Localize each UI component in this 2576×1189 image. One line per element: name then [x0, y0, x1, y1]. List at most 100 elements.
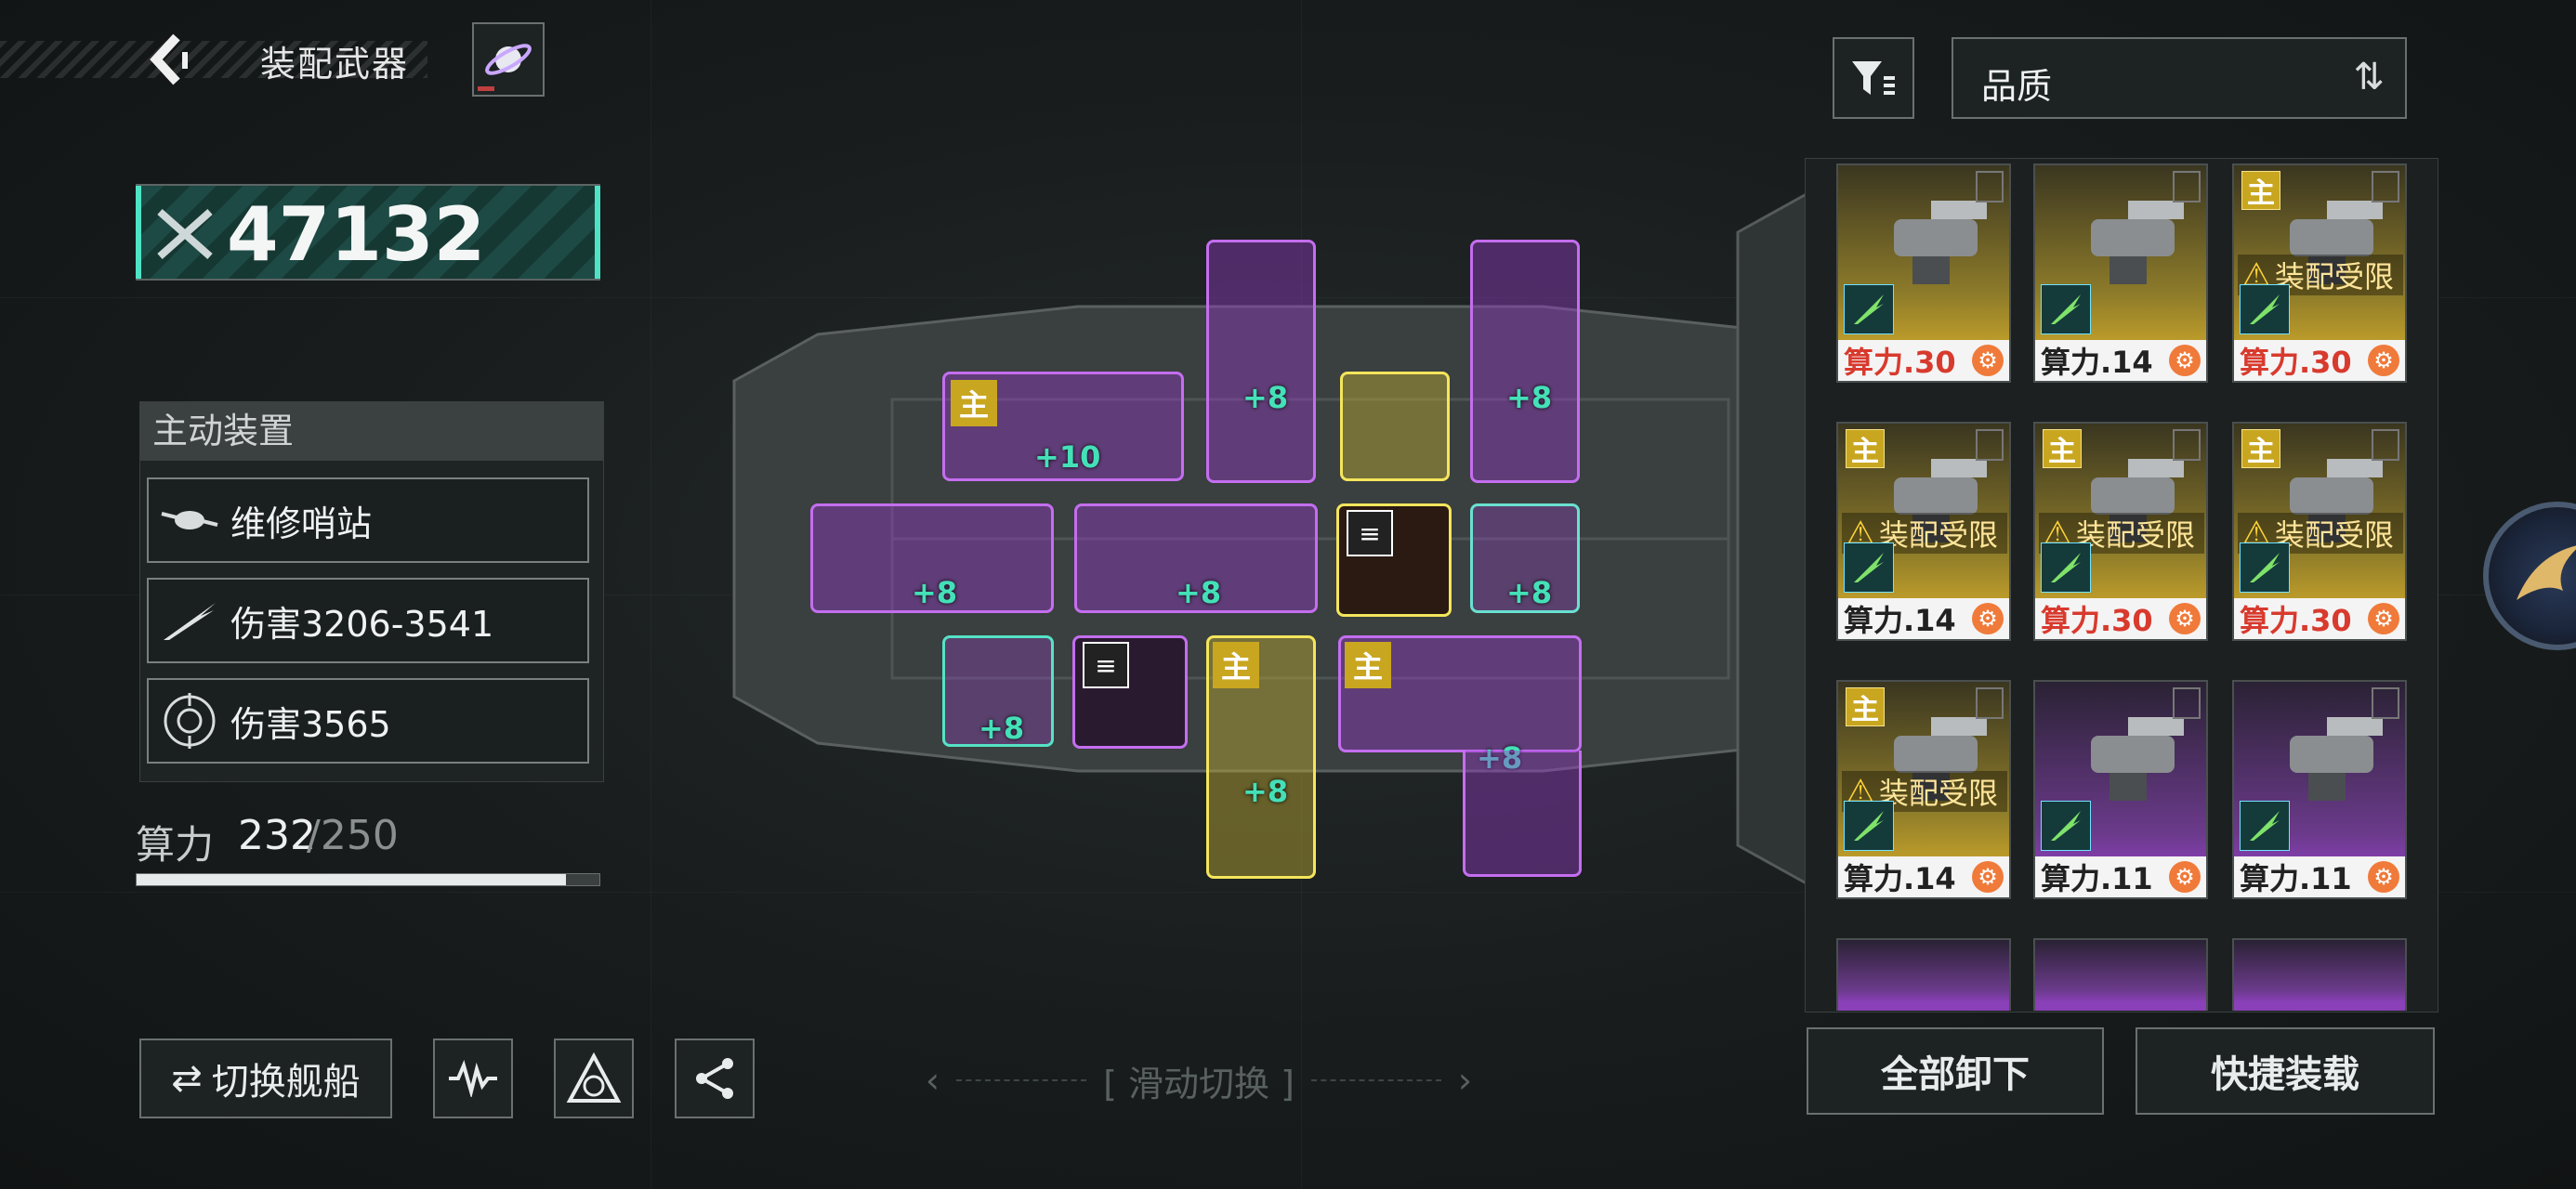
- inventory-card[interactable]: 主⚠装配受限算力.14⚙: [1836, 422, 2011, 641]
- cost-bar: 算力.11⚙: [2035, 856, 2206, 897]
- waveform-icon: [449, 1060, 497, 1097]
- compare-marker: [2372, 171, 2399, 203]
- switch-ship-button[interactable]: ⇄ 切换舰船: [139, 1039, 392, 1118]
- weapon-slot-h[interactable]: +8: [1470, 503, 1580, 613]
- page-title: 装配武器: [260, 44, 410, 85]
- sort-arrows-icon: ⇅: [2353, 56, 2385, 98]
- weapon-slot-f[interactable]: +8: [1074, 503, 1318, 613]
- switch-ship-label: 切换舰船: [211, 1061, 361, 1104]
- inventory-card[interactable]: 算力.14⚙: [2033, 163, 2208, 383]
- cost-label: 算力.11: [2240, 861, 2352, 896]
- weapon-image: [2091, 717, 2184, 801]
- main-badge: 主: [1846, 687, 1885, 726]
- weapon-slot-b[interactable]: +8: [1206, 240, 1316, 483]
- weapon-type-icon: [2240, 542, 2290, 593]
- weapon-slot-d[interactable]: +8: [1470, 240, 1580, 483]
- limit-banner: ⚠装配受限: [2039, 513, 2204, 554]
- active-device-slash[interactable]: 伤害3206-3541: [147, 578, 589, 663]
- active-device-repair[interactable]: 维修哨站: [147, 477, 589, 563]
- cost-bar: 算力.30⚙: [2234, 598, 2405, 639]
- weapon-image: [2091, 459, 2184, 542]
- weapon-image: [2091, 201, 2184, 284]
- weapon-type-icon: [2041, 801, 2091, 851]
- active-device-label: 维修哨站: [230, 503, 373, 544]
- bird-emblem-icon: [2517, 545, 2576, 600]
- main-badge: 主: [951, 380, 997, 426]
- inventory-card[interactable]: 算力.11⚙: [2232, 680, 2407, 899]
- swap-arrows-icon: ⇄: [171, 1057, 203, 1100]
- tag-icon: ≡: [1347, 510, 1393, 556]
- swipe-switch-hint[interactable]: ‹ [ 滑动切换 ] ›: [874, 1059, 1524, 1104]
- compare-marker: [2173, 171, 2201, 203]
- weapon-image: [2290, 717, 2383, 801]
- weapon-image: [2290, 201, 2383, 284]
- gear-icon: ⚙: [2169, 345, 2201, 376]
- slash-icon: [152, 583, 227, 658]
- compute-max: /250: [307, 812, 399, 859]
- share-icon: [696, 1058, 733, 1099]
- waveform-button[interactable]: [433, 1039, 513, 1118]
- inventory-card-partial[interactable]: [2033, 938, 2208, 1011]
- limit-label: 装配受限: [2275, 517, 2395, 553]
- cost-bar: 算力.11⚙: [2234, 856, 2405, 897]
- weapon-slot-e[interactable]: +8: [810, 503, 1054, 613]
- weapon-type-icon: [1844, 801, 1894, 851]
- inventory-card[interactable]: 主⚠装配受限算力.30⚙: [2232, 422, 2407, 641]
- compute-current: 232: [238, 812, 316, 859]
- triangle-emblem-icon: [566, 1052, 622, 1103]
- weapon-slot-j[interactable]: ≡: [1072, 635, 1188, 749]
- inventory-card[interactable]: 主⚠装配受限算力.30⚙: [2033, 422, 2208, 641]
- weapon-image: [1894, 717, 1987, 801]
- share-button[interactable]: [675, 1039, 755, 1118]
- compare-marker: [2372, 429, 2399, 461]
- weapon-slot-g[interactable]: ≡: [1336, 503, 1452, 617]
- unequip-all-button[interactable]: 全部卸下: [1807, 1027, 2104, 1115]
- weapon-slot-k[interactable]: 主 +8: [1206, 635, 1316, 879]
- filter-button[interactable]: [1833, 37, 1914, 119]
- active-device-target[interactable]: 伤害3565: [147, 678, 589, 764]
- weapon-slot-i[interactable]: +8: [942, 635, 1054, 747]
- planet-button[interactable]: [472, 22, 545, 97]
- slot-level: +10: [1034, 439, 1101, 475]
- inventory-card-partial[interactable]: [2232, 938, 2407, 1011]
- compute-progress-bar: [136, 873, 600, 886]
- weapon-type-icon: [1844, 542, 1894, 593]
- inventory-card[interactable]: 主⚠装配受限算力.30⚙: [2232, 163, 2407, 383]
- weapon-type-icon: [2240, 801, 2290, 851]
- swipe-label: [ 滑动切换 ]: [1103, 1063, 1295, 1104]
- gear-icon: ⚙: [1972, 345, 2004, 376]
- slot-level: +8: [1506, 575, 1553, 610]
- cost-label: 算力.30: [2041, 603, 2153, 638]
- gear-icon: ⚙: [2169, 603, 2201, 634]
- inventory-card[interactable]: 算力.11⚙: [2033, 680, 2208, 899]
- sort-dropdown[interactable]: 品质 ⇅: [1952, 37, 2407, 119]
- cost-bar: 算力.14⚙: [1838, 856, 2009, 897]
- inventory-card[interactable]: 算力.30⚙: [1836, 163, 2011, 383]
- emblem-button[interactable]: [554, 1039, 634, 1118]
- slot-level: +8: [1242, 774, 1289, 809]
- chevron-left-icon: [150, 33, 188, 85]
- quick-equip-button[interactable]: 快捷装载: [2136, 1027, 2435, 1115]
- slot-level: +8: [1477, 740, 1523, 776]
- main-badge: 主: [1213, 642, 1259, 688]
- header-hatch: [0, 41, 427, 78]
- target-icon: [152, 684, 227, 758]
- compare-marker: [2173, 429, 2201, 461]
- compute-label: 算力: [136, 822, 215, 868]
- weapon-type-icon: [1844, 284, 1894, 334]
- slot-level: +8: [912, 575, 958, 610]
- gear-icon: ⚙: [2169, 861, 2201, 893]
- inventory-card-partial[interactable]: [1836, 938, 2011, 1011]
- weapon-image: [1894, 201, 1987, 284]
- back-button[interactable]: [139, 32, 195, 87]
- active-device-label: 伤害3206-3541: [230, 603, 494, 645]
- cost-bar: 算力.30⚙: [2234, 340, 2405, 381]
- weapon-slot-a[interactable]: 主 +10: [942, 372, 1184, 481]
- limit-label: 装配受限: [1879, 517, 1999, 553]
- cost-bar: 算力.14⚙: [1838, 598, 2009, 639]
- weapon-slot-l[interactable]: 主 +8: [1338, 635, 1582, 776]
- weapon-slot-c[interactable]: [1340, 372, 1450, 481]
- sort-label: 品质: [1981, 66, 2053, 107]
- cost-label: 算力.14: [1844, 861, 1956, 896]
- inventory-card[interactable]: 主⚠装配受限算力.14⚙: [1836, 680, 2011, 899]
